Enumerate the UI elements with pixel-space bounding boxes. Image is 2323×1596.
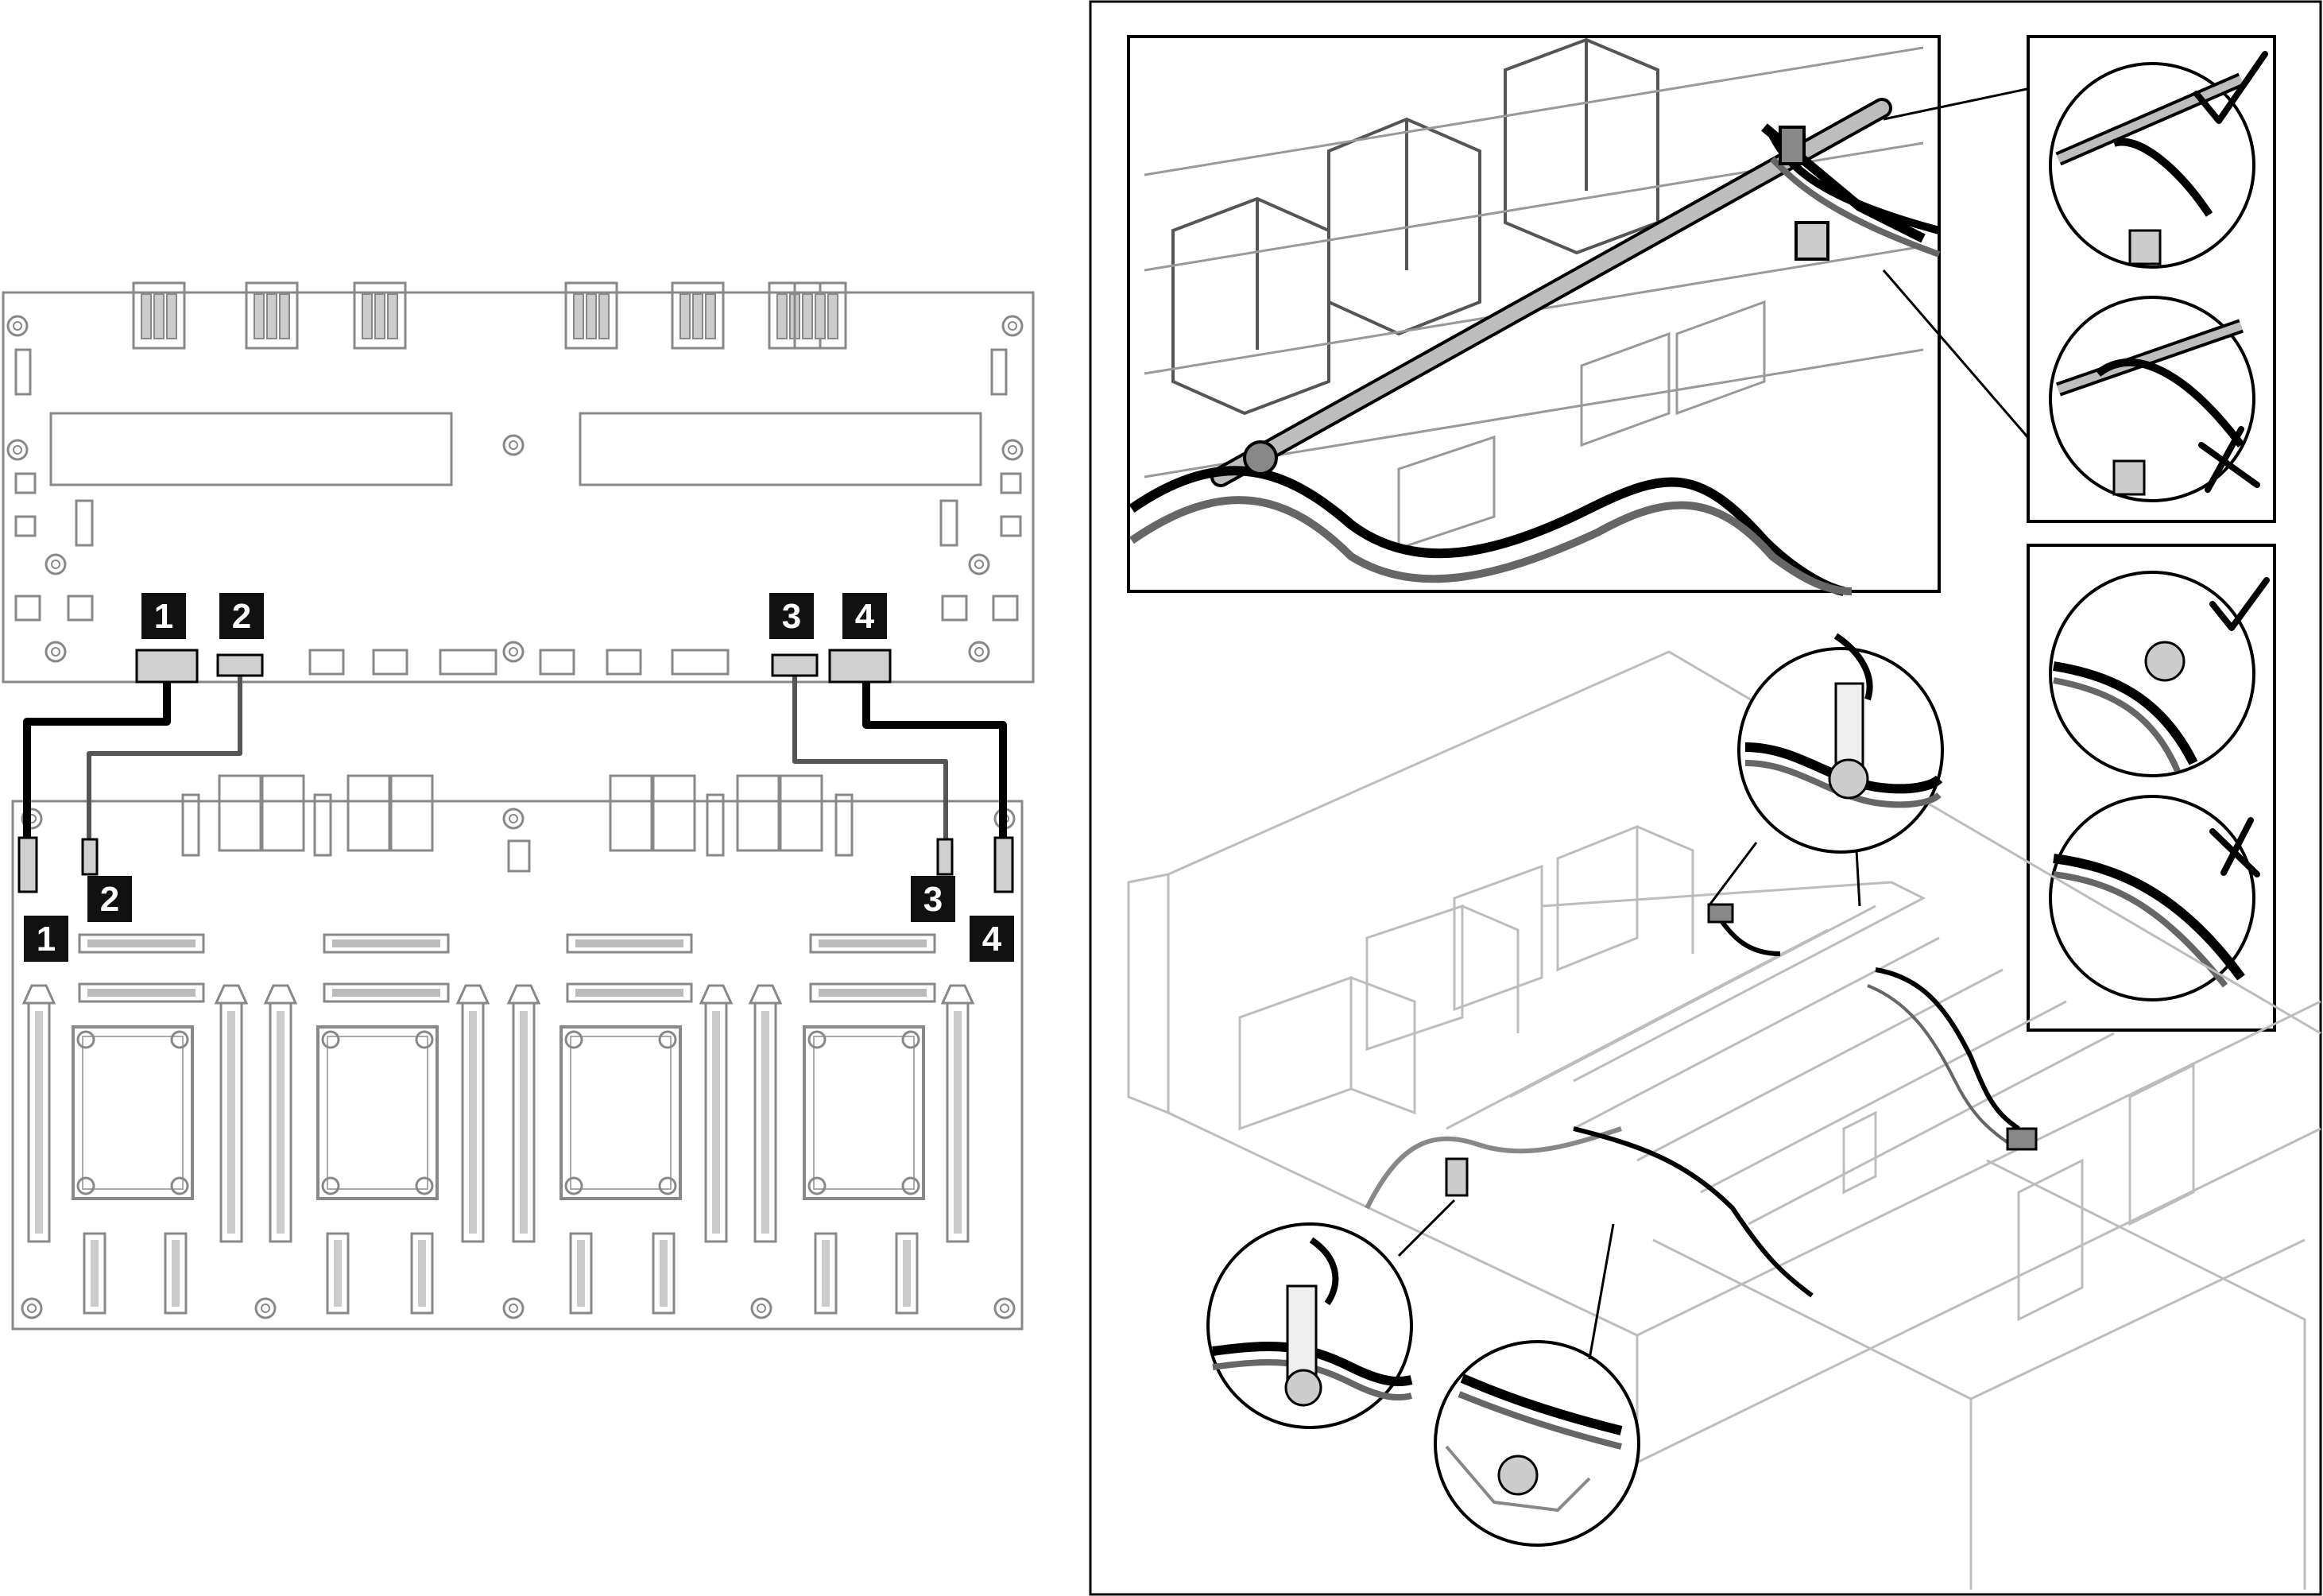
clip-orientation-panel — [2027, 35, 2276, 523]
callout-4-top-label: 4 — [855, 597, 875, 636]
check-mark-icon — [2209, 577, 2270, 631]
x-mark-icon — [2209, 817, 2260, 877]
callout-4-top: 4 — [842, 593, 887, 639]
connector-2-bottom — [81, 838, 99, 876]
connector-1-bottom — [17, 836, 38, 893]
connectors — [17, 649, 1014, 893]
callout-3-top-label: 3 — [782, 597, 801, 636]
callout-4-bottom: 4 — [970, 916, 1014, 962]
x-mark-icon — [2198, 426, 2260, 493]
zoom-circle-bottom-center — [1434, 1223, 1640, 1547]
connector-1-top — [135, 649, 199, 684]
check-mark-icon — [2193, 51, 2268, 124]
isometric-chassis — [1127, 650, 2321, 1590]
callout-3-bottom-label: 3 — [923, 880, 943, 919]
callout-1-bottom: 1 — [24, 916, 68, 962]
top-view-illustration: 1 2 3 4 1 2 3 4 — [2, 281, 1035, 1331]
callout-2-top: 2 — [219, 593, 264, 639]
zoom-circle-top — [1707, 633, 1944, 907]
cables — [23, 672, 1007, 873]
callout-2-bottom-label: 2 — [100, 880, 119, 919]
zoom-circle-bottom-left — [1206, 1199, 1456, 1429]
isometric-cables — [1365, 903, 2038, 1298]
callout-3-top: 3 — [769, 593, 814, 639]
inset-closeup — [1127, 35, 2036, 596]
upper-board — [2, 281, 1035, 684]
inset-cable-black — [1129, 466, 1845, 596]
connector-4-top — [828, 649, 892, 684]
connector-4-bottom — [993, 836, 1014, 893]
connector-2-top — [216, 653, 264, 677]
connector-3-bottom — [936, 838, 954, 876]
detail-panel — [1089, 0, 2322, 1596]
cable-seat-panel — [2027, 544, 2276, 1032]
callout-4-bottom-label: 4 — [982, 920, 1002, 959]
callout-1-top-label: 1 — [154, 597, 173, 636]
callout-1-top: 1 — [141, 593, 186, 639]
callout-1-bottom-label: 1 — [37, 920, 56, 959]
callout-2-top-label: 2 — [232, 597, 251, 636]
callout-2-bottom: 2 — [87, 876, 132, 922]
connector-3-top — [771, 653, 819, 677]
callout-3-bottom: 3 — [911, 876, 955, 922]
inset-cable-gray — [1129, 496, 1853, 595]
lower-board — [11, 774, 1024, 1331]
